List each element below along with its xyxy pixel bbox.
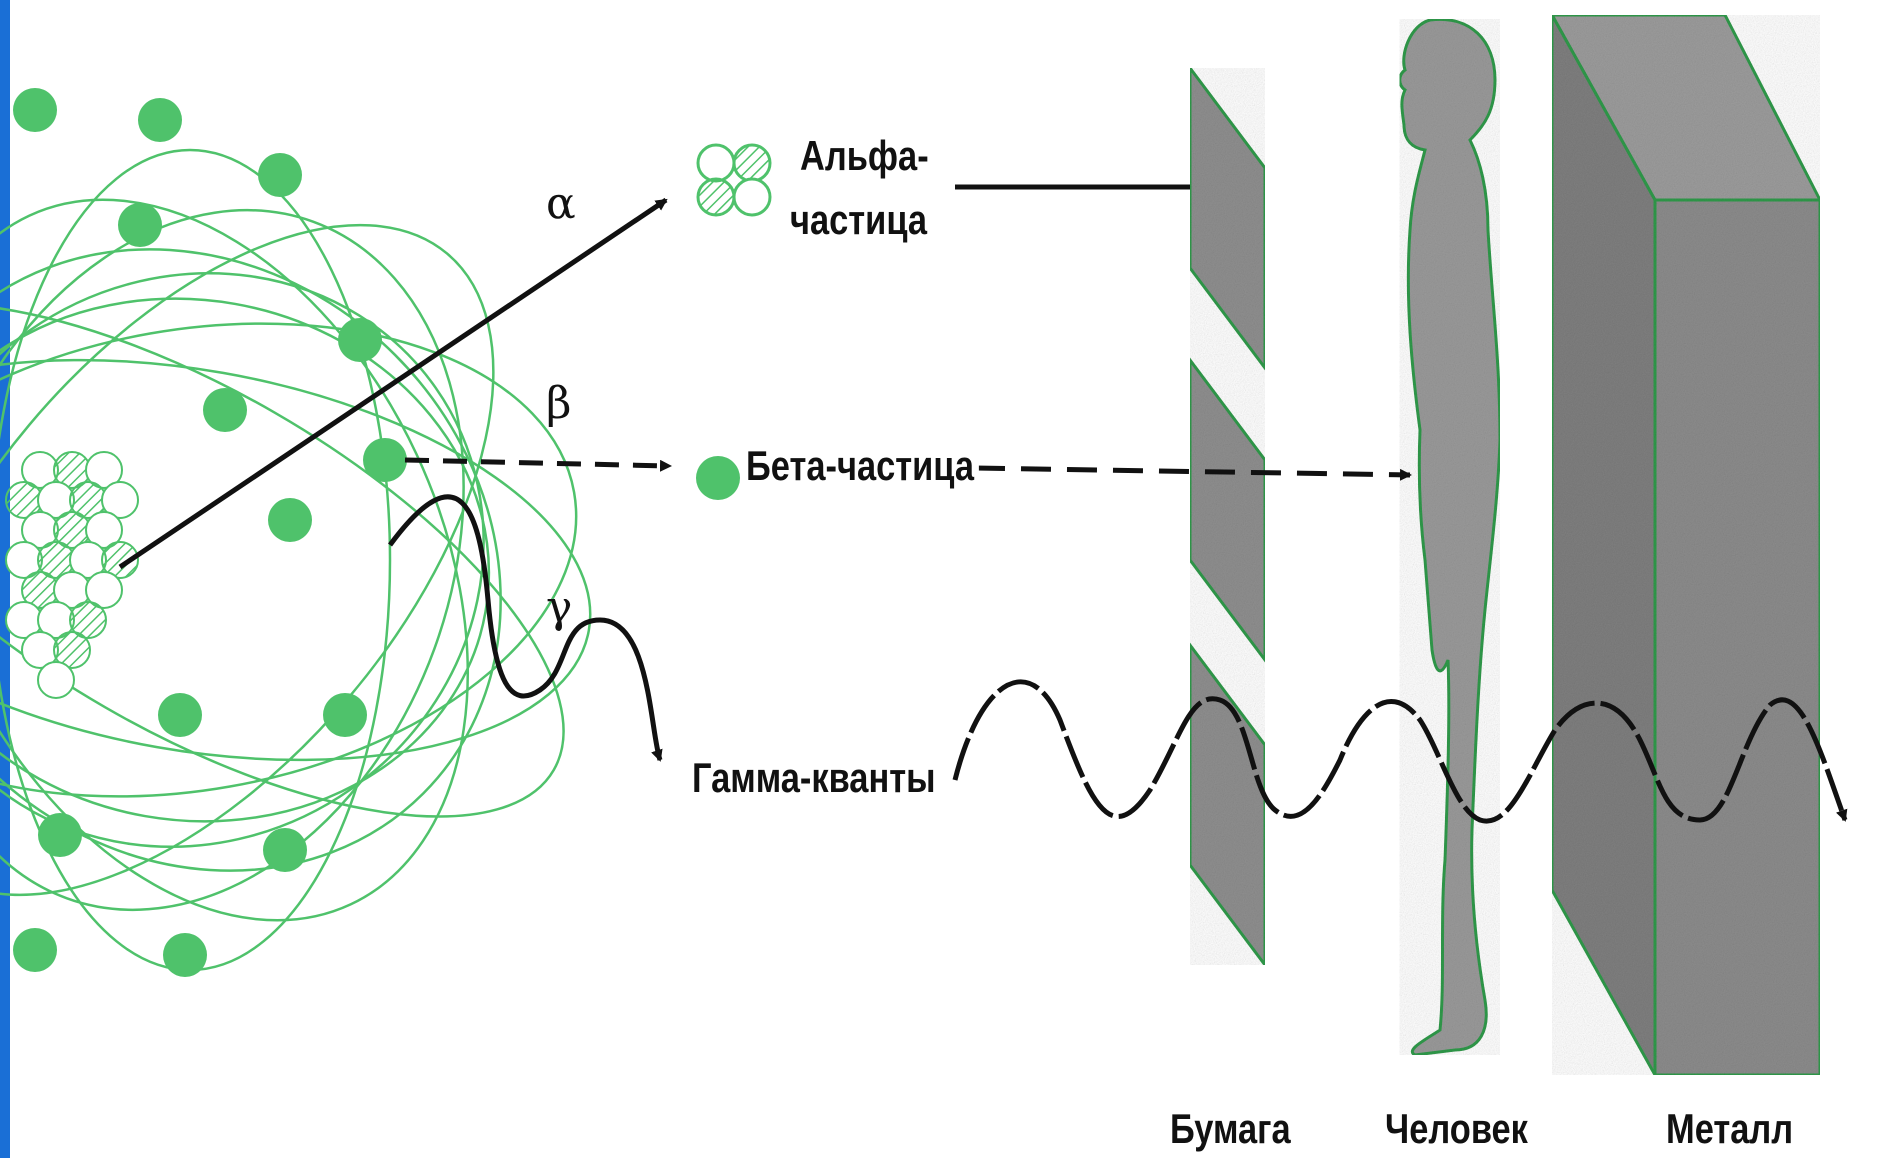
paper-sheets [1190, 68, 1265, 965]
human-silhouette-icon [1400, 19, 1500, 1055]
human-label: Человек [1385, 1105, 1528, 1153]
beta-label: Бета-частица [746, 442, 979, 490]
gamma-label: Гамма-кванты [692, 754, 939, 802]
beta-particle-icon [696, 456, 740, 500]
alpha-label-line2: частица [790, 196, 927, 244]
alpha-particle-icon [698, 145, 770, 215]
atom-icon [0, 88, 639, 1010]
alpha-symbol: α [546, 178, 576, 229]
beta-symbol: β [546, 378, 571, 429]
alpha-label-line1: Альфа- [800, 132, 929, 180]
beta-ray [405, 460, 670, 466]
metal-block [1552, 15, 1820, 1075]
nucleus [6, 452, 138, 698]
alpha-ray [120, 200, 666, 567]
paper-label: Бумага [1170, 1105, 1291, 1153]
gamma-symbol: γ [546, 582, 572, 633]
metal-label: Металл [1666, 1105, 1793, 1153]
